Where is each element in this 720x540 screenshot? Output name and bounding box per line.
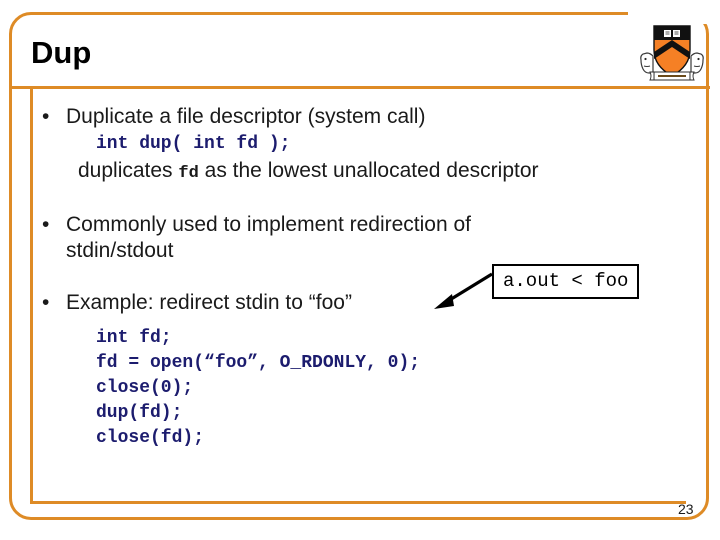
body-bottom-rule bbox=[31, 501, 686, 504]
logo-frame-cutout bbox=[628, 4, 714, 24]
callout-arrow-icon bbox=[434, 272, 493, 309]
motto-banner bbox=[649, 71, 695, 81]
subtext-suffix: as the lowest unallocated descriptor bbox=[198, 159, 539, 182]
page-number: 23 bbox=[678, 501, 694, 517]
bullet-marker-icon: • bbox=[42, 291, 50, 314]
slide-outer-frame bbox=[9, 12, 709, 520]
subtext-mono-fd: fd bbox=[178, 164, 199, 183]
bullet-text-duplicate-fd: Duplicate a file descriptor (system call… bbox=[66, 105, 426, 128]
bullet-subtext-duplicates: duplicates fd as the lowest unallocated … bbox=[78, 158, 638, 187]
bullet-text-redirection-line2: stdin/stdout bbox=[66, 239, 174, 262]
title-divider-rule bbox=[11, 86, 710, 89]
bullet-item-example: • Example: redirect stdin to “foo” bbox=[42, 290, 602, 316]
code-line: close(fd); bbox=[96, 428, 205, 448]
subtext-prefix: duplicates bbox=[78, 159, 179, 182]
bullet-item-duplicate-fd: • Duplicate a file descriptor (system ca… bbox=[42, 104, 642, 130]
code-block-example: int fd; fd = open(“foo”, O_RDONLY, 0); c… bbox=[96, 326, 420, 451]
page-title: Dup bbox=[31, 35, 92, 70]
code-line: dup(fd); bbox=[96, 403, 183, 423]
lion-left-icon bbox=[640, 52, 654, 74]
open-book-icon bbox=[664, 30, 680, 37]
code-line-dup-prototype: int dup( int fd ); bbox=[96, 134, 291, 154]
lion-right-icon bbox=[690, 52, 704, 74]
code-line: fd = open(“foo”, O_RDONLY, 0); bbox=[96, 353, 421, 373]
callout-box-command: a.out < foo bbox=[492, 264, 640, 299]
shield-chevron bbox=[654, 40, 690, 59]
bullet-marker-icon: • bbox=[42, 213, 50, 236]
code-line: int fd; bbox=[96, 328, 172, 348]
body-left-rail bbox=[30, 88, 33, 504]
bullet-text-example: Example: redirect stdin to “foo” bbox=[66, 291, 352, 314]
bullet-item-redirection: • Commonly used to implement redirection… bbox=[42, 212, 602, 238]
bullet-text-redirection-line1: Commonly used to implement redirection o… bbox=[66, 213, 472, 236]
princeton-shield-logo bbox=[637, 14, 707, 86]
code-line: close(0); bbox=[96, 378, 194, 398]
bullet-marker-icon: • bbox=[42, 105, 50, 128]
